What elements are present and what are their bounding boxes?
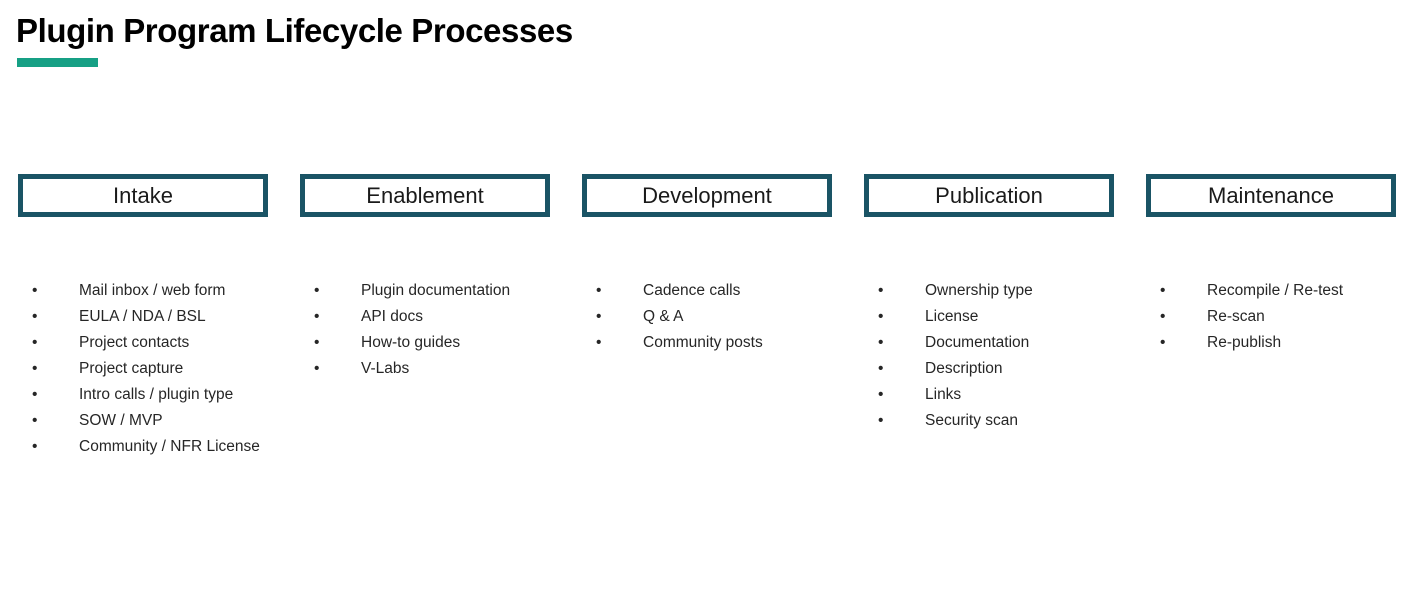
phase-header-label: Maintenance <box>1208 182 1334 208</box>
phase-item-list-maintenance: • Recompile / Re-test • Re-scan • Re-pub… <box>1160 278 1427 356</box>
list-item: • Project capture <box>32 356 362 382</box>
list-item-label: Mail inbox / web form <box>79 282 226 299</box>
phase-header-label: Development <box>642 182 772 208</box>
phase-column-publication: Publication • Ownership type • License •… <box>864 174 1114 429</box>
phase-header-label: Enablement <box>366 182 484 208</box>
phase-item-list-enablement: • Plugin documentation • API docs • How-… <box>314 278 644 382</box>
page-title: Plugin Program Lifecycle Processes <box>16 12 573 49</box>
list-item: • How-to guides <box>314 330 644 356</box>
bullet-icon: • <box>32 308 38 325</box>
bullet-icon: • <box>32 360 38 377</box>
list-item: • Recompile / Re-test <box>1160 278 1427 304</box>
bullet-icon: • <box>878 282 884 299</box>
phase-header-publication[interactable]: Publication <box>864 174 1114 217</box>
bullet-icon: • <box>32 334 38 351</box>
list-item: • Description <box>878 356 1208 382</box>
phase-column-enablement: Enablement • Plugin documentation • API … <box>300 174 550 377</box>
bullet-icon: • <box>878 412 884 429</box>
list-item: • Community posts <box>596 330 926 356</box>
list-item: • Security scan <box>878 408 1208 434</box>
list-item-label: Cadence calls <box>643 282 741 299</box>
phase-column-maintenance: Maintenance • Recompile / Re-test • Re-s… <box>1146 174 1396 351</box>
bullet-icon: • <box>1160 334 1166 351</box>
list-item: • Links <box>878 382 1208 408</box>
list-item-label: Security scan <box>925 412 1019 429</box>
phase-item-list-development: • Cadence calls • Q & A • Community post… <box>596 278 926 356</box>
list-item-label: Links <box>925 386 962 403</box>
bullet-icon: • <box>878 360 884 377</box>
phase-header-development[interactable]: Development <box>582 174 832 217</box>
phase-item-list-publication: • Ownership type • License • Documentati… <box>878 278 1208 434</box>
list-item: • Plugin documentation <box>314 278 644 304</box>
list-item-label: EULA / NDA / BSL <box>79 308 206 325</box>
list-item-label: Ownership type <box>925 282 1033 299</box>
bullet-icon: • <box>32 438 38 455</box>
phase-header-maintenance[interactable]: Maintenance <box>1146 174 1396 217</box>
bullet-icon: • <box>314 360 320 377</box>
list-item-label: License <box>925 308 979 325</box>
bullet-icon: • <box>32 386 38 403</box>
bullet-icon: • <box>314 334 320 351</box>
list-item: • SOW / MVP <box>32 408 362 434</box>
list-item-label: Documentation <box>925 334 1030 351</box>
phase-column-intake: Intake • Mail inbox / web form • EULA / … <box>18 174 268 455</box>
list-item-label: How-to guides <box>361 334 461 351</box>
phase-item-list-intake: • Mail inbox / web form • EULA / NDA / B… <box>32 278 362 460</box>
list-item-label: Recompile / Re-test <box>1207 282 1344 299</box>
bullet-icon: • <box>32 412 38 429</box>
title-accent-bar <box>17 58 98 67</box>
list-item: • Q & A <box>596 304 926 330</box>
list-item: • License <box>878 304 1208 330</box>
list-item-label: Project capture <box>79 360 184 377</box>
list-item: • API docs <box>314 304 644 330</box>
bullet-icon: • <box>596 282 602 299</box>
list-item-label: V-Labs <box>361 360 410 377</box>
phase-header-label: Publication <box>935 182 1043 208</box>
list-item: • V-Labs <box>314 356 644 382</box>
list-item: • Project contacts <box>32 330 362 356</box>
bullet-icon: • <box>878 334 884 351</box>
bullet-icon: • <box>32 282 38 299</box>
bullet-icon: • <box>1160 308 1166 325</box>
bullet-icon: • <box>314 282 320 299</box>
list-item: • Cadence calls <box>596 278 926 304</box>
bullet-icon: • <box>314 308 320 325</box>
phase-column-development: Development • Cadence calls • Q & A • Co… <box>582 174 832 351</box>
bullet-icon: • <box>596 334 602 351</box>
list-item-label: Description <box>925 360 1003 377</box>
list-item-label: Re-publish <box>1207 334 1282 351</box>
list-item-label: Intro calls / plugin type <box>79 386 234 403</box>
bullet-icon: • <box>878 308 884 325</box>
list-item: • Community / NFR License <box>32 434 362 460</box>
list-item-label: Re-scan <box>1207 308 1265 325</box>
list-item-label: Plugin documentation <box>361 282 511 299</box>
list-item-label: Community / NFR License <box>79 438 260 455</box>
phase-header-label: Intake <box>113 182 173 208</box>
list-item-label: Project contacts <box>79 334 190 351</box>
list-item: • Documentation <box>878 330 1208 356</box>
bullet-icon: • <box>878 386 884 403</box>
list-item-label: SOW / MVP <box>79 412 163 429</box>
bullet-icon: • <box>1160 282 1166 299</box>
list-item: • Re-publish <box>1160 330 1427 356</box>
list-item-label: Q & A <box>643 308 684 325</box>
list-item-label: Community posts <box>643 334 763 351</box>
list-item: • Re-scan <box>1160 304 1427 330</box>
list-item-label: API docs <box>361 308 424 325</box>
phase-header-intake[interactable]: Intake <box>18 174 268 217</box>
list-item: • Intro calls / plugin type <box>32 382 362 408</box>
list-item: • Ownership type <box>878 278 1208 304</box>
bullet-icon: • <box>596 308 602 325</box>
phase-header-enablement[interactable]: Enablement <box>300 174 550 217</box>
list-item: • Mail inbox / web form <box>32 278 362 304</box>
list-item: • EULA / NDA / BSL <box>32 304 362 330</box>
